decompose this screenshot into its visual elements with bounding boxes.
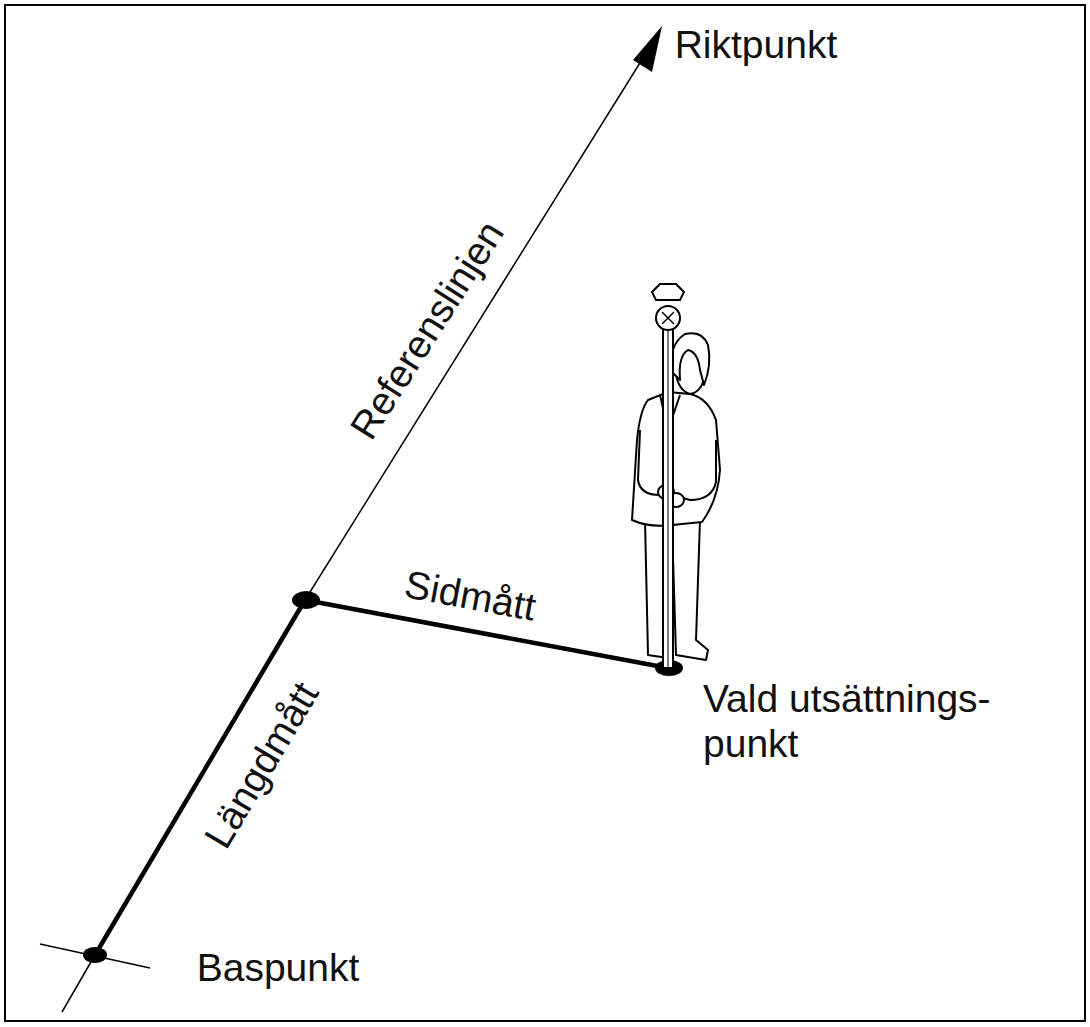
setout-point-label: Vald utsättnings- punkt — [703, 677, 1073, 767]
base-cross-line — [62, 955, 95, 1012]
base-point-label: Baspunkt — [197, 946, 360, 991]
base-point-dot — [83, 947, 107, 963]
base-cross-line — [40, 944, 150, 968]
side-measure-label: Sidmått — [401, 562, 539, 630]
foot-point-dot — [292, 591, 320, 609]
reference-line — [305, 58, 643, 600]
frame — [5, 5, 1085, 1021]
target-point-label: Riktpunkt — [675, 23, 838, 68]
prism-pole — [652, 284, 684, 668]
length-measure-label: Längdmått — [196, 674, 328, 855]
arrowhead — [633, 26, 662, 72]
reference-line-label: Referenslinjen — [342, 213, 514, 447]
surveyor-figure — [632, 333, 720, 660]
